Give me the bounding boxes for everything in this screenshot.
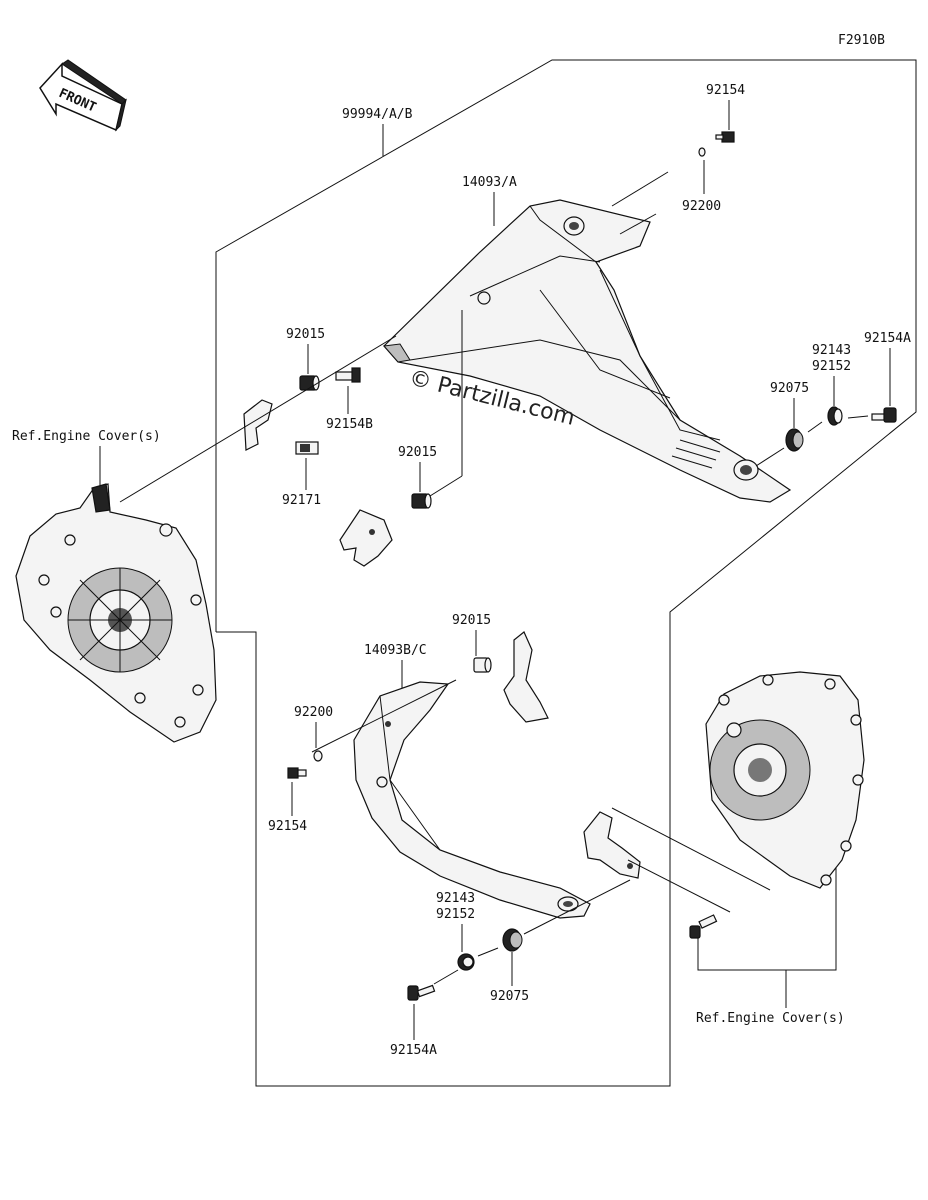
axis-line-right-3 bbox=[755, 447, 785, 467]
figure-code: F2910B bbox=[838, 33, 885, 48]
axis-line-lower-5 bbox=[477, 947, 499, 957]
label-92200-top: 92200 bbox=[682, 199, 721, 214]
axis-line-top-2 bbox=[619, 213, 657, 235]
slider-bracket-lower bbox=[353, 681, 591, 919]
label-ref-engine-right: Ref.Engine Cover(s) bbox=[696, 1011, 845, 1026]
label-14093BC: 14093B/C bbox=[364, 643, 427, 658]
label-92154A-top: 92154A bbox=[864, 331, 911, 346]
label-92154-top: 92154 bbox=[706, 83, 745, 98]
axis-line-lower-1 bbox=[311, 679, 457, 753]
collar-92015-b bbox=[411, 493, 432, 509]
axis-line-right-2 bbox=[807, 421, 823, 433]
washer-92200-top bbox=[698, 147, 706, 157]
engine-cover-right bbox=[705, 671, 865, 889]
axis-line-lower-6 bbox=[433, 969, 459, 985]
axis-line-lower-2 bbox=[611, 807, 771, 891]
bolt-92154A-bot bbox=[407, 984, 436, 1001]
label-92154A-bot: 92154A bbox=[390, 1043, 437, 1058]
bracket-lower-right bbox=[583, 811, 641, 879]
label-92015-c: 92015 bbox=[452, 613, 491, 628]
bolt-92154-mid bbox=[287, 767, 307, 779]
axis-line-lower-3 bbox=[627, 859, 731, 913]
label-14093A: 14093/A bbox=[462, 175, 517, 190]
label-92143-bot: 92143 bbox=[436, 891, 475, 906]
label-92015-a: 92015 bbox=[286, 327, 325, 342]
collar-92015-c bbox=[473, 657, 492, 673]
axis-line-right-1 bbox=[847, 415, 869, 419]
front-arrow-icon: FRONT bbox=[39, 59, 127, 132]
bracket-upper-mid bbox=[339, 509, 393, 567]
axis-line-mid-1 bbox=[429, 475, 463, 497]
ref-engine-right-leaders bbox=[697, 868, 837, 1008]
label-92143-top: 92143 bbox=[812, 343, 851, 358]
label-92171: 92171 bbox=[282, 493, 321, 508]
bolt-92154B bbox=[335, 367, 361, 383]
label-92015-b: 92015 bbox=[398, 445, 437, 460]
slider-bracket-upper bbox=[383, 199, 792, 503]
label-92154-mid: 92154 bbox=[268, 819, 307, 834]
engine-cover-left bbox=[15, 483, 217, 743]
bolt-lower-right bbox=[689, 914, 718, 939]
clip-92171 bbox=[295, 441, 319, 455]
label-92075-top: 92075 bbox=[770, 381, 809, 396]
axis-line-top-1 bbox=[611, 171, 669, 207]
axis-line-lower-4 bbox=[523, 879, 631, 935]
bracket-upper-small bbox=[243, 399, 273, 451]
label-ref-engine-left: Ref.Engine Cover(s) bbox=[12, 429, 161, 444]
label-kit: 99994/A/B bbox=[342, 107, 413, 122]
label-92200-mid: 92200 bbox=[294, 705, 333, 720]
label-92154B: 92154B bbox=[326, 417, 373, 432]
axis-line-upper-main bbox=[119, 335, 397, 503]
bracket-lower-upper bbox=[503, 631, 549, 723]
kit-outline bbox=[215, 59, 917, 1087]
bolt-92154A-top bbox=[871, 407, 897, 423]
washer-92143-92152-bot bbox=[457, 953, 475, 971]
washer-92143-92152-top bbox=[827, 406, 843, 426]
label-92152-bot: 92152 bbox=[436, 907, 475, 922]
washer-92200-mid bbox=[313, 750, 323, 762]
label-92075-bot: 92075 bbox=[490, 989, 529, 1004]
label-92152-top: 92152 bbox=[812, 359, 851, 374]
bolt-92154-top bbox=[715, 131, 735, 143]
grommet-92075-bot bbox=[502, 928, 523, 952]
grommet-92075-top bbox=[785, 428, 804, 452]
